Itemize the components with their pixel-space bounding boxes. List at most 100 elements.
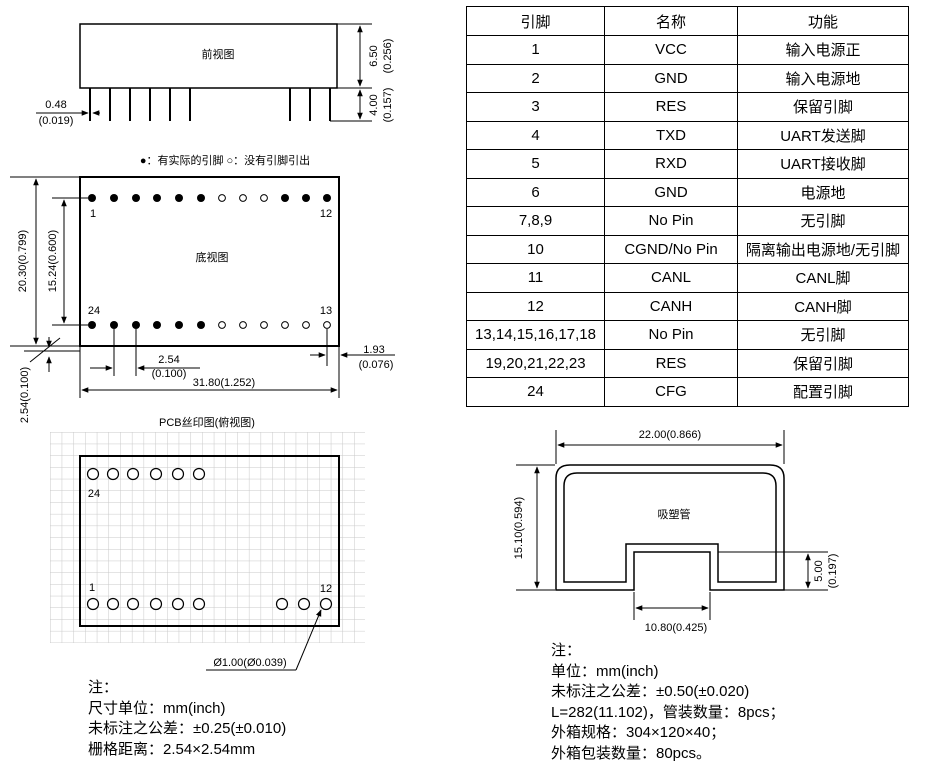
note-line: L=282(11.102)，管装数量：8pcs； bbox=[551, 703, 785, 721]
table-cell: 5 bbox=[466, 149, 605, 179]
table-cell: CANH bbox=[604, 291, 738, 321]
table-header-row: 引脚 名称 功能 bbox=[466, 6, 909, 36]
notes-left: 注： 尺寸单位：mm(inch) 未标注之公差：±0.25(±0.010) 栅格… bbox=[88, 678, 286, 760]
table-cell: CFG bbox=[604, 377, 738, 407]
pin-legend: ●：有实际的引脚 ○：没有引脚引出 bbox=[140, 153, 310, 167]
bottom-view: 底视图 1 bbox=[10, 176, 395, 423]
bottom-pin1-label: 1 bbox=[90, 208, 96, 220]
table-cell: CANL bbox=[604, 263, 738, 293]
note-line: 外箱包装数量：80pcs。 bbox=[551, 744, 712, 762]
note-line: 注： bbox=[551, 642, 582, 659]
bottom-pitch-dim: 2.54 bbox=[158, 354, 179, 366]
table-cell: 电源地 bbox=[737, 177, 909, 207]
table-cell: No Pin bbox=[604, 320, 738, 350]
pcb-outline bbox=[79, 455, 340, 627]
bottom-outer-height-dim: 20.30(0.799) bbox=[17, 230, 29, 292]
table-cell: 19,20,21,22,23 bbox=[466, 348, 605, 378]
pcb-pin12-label: 12 bbox=[320, 583, 332, 595]
bottom-right-dim-inch: (0.076) bbox=[359, 359, 394, 371]
table-cell: 10 bbox=[466, 234, 605, 264]
table-cell: GND bbox=[604, 63, 738, 93]
bottom-view-label: 底视图 bbox=[196, 250, 229, 264]
table-cell: 保留引脚 bbox=[737, 92, 909, 122]
table-cell: TXD bbox=[604, 120, 738, 150]
header-function: 功能 bbox=[737, 6, 909, 36]
table-cell: 输入电源正 bbox=[737, 35, 909, 65]
tube-inner bbox=[563, 472, 777, 583]
pcb-holes-bottom bbox=[86, 597, 333, 611]
front-pin-dim-inch: (0.157) bbox=[382, 88, 394, 123]
bottom-pin12-label: 12 bbox=[320, 208, 332, 220]
front-height-dim: 6.50 bbox=[368, 45, 380, 66]
pcb-title: PCB丝印图(俯视图) bbox=[159, 415, 255, 429]
pcb-layout: PCB丝印图(俯视图) 24 1 12 Ø1.00 bbox=[50, 415, 365, 671]
tube-notch-width-dim: 10.80(0.425) bbox=[645, 622, 707, 634]
table-cell: 7,8,9 bbox=[466, 206, 605, 236]
table-cell: 12 bbox=[466, 291, 605, 321]
tube-width-dim: 22.00(0.866) bbox=[639, 429, 701, 441]
tube-outer bbox=[555, 464, 785, 591]
bottom-right-dim: 1.93 bbox=[363, 344, 384, 356]
table-cell: UART发送脚 bbox=[737, 120, 909, 150]
bottom-pin13-label: 13 bbox=[320, 305, 332, 317]
table-cell: RXD bbox=[604, 149, 738, 179]
front-view: 前视图 6.50 (0.256) 4.00 (0.157) 0.48 (0 bbox=[36, 23, 394, 127]
bottom-width-dim: 31.80(1.252) bbox=[193, 377, 255, 389]
bottom-pitch-dim-inch: (0.100) bbox=[152, 368, 187, 380]
table-cell: 无引脚 bbox=[737, 206, 909, 236]
header-pin: 引脚 bbox=[466, 6, 605, 36]
table-cell: 1 bbox=[466, 35, 605, 65]
note-line: 注： bbox=[88, 679, 119, 696]
front-left-dim-inch: (0.019) bbox=[39, 115, 74, 127]
tube-drawing: 吸塑管 22.00(0.866) 15.10(0.594) 5.00 (0.19… bbox=[513, 429, 839, 634]
table-cell: 13,14,15,16,17,18 bbox=[466, 320, 605, 350]
table-cell: GND bbox=[604, 177, 738, 207]
table-cell: 保留引脚 bbox=[737, 348, 909, 378]
table-cell: 24 bbox=[466, 377, 605, 407]
note-line: 单位：mm(inch) bbox=[551, 662, 659, 680]
table-cell: UART接收脚 bbox=[737, 149, 909, 179]
tube-height-dim: 15.10(0.594) bbox=[513, 497, 525, 559]
table-cell: 6 bbox=[466, 177, 605, 207]
table-cell: No Pin bbox=[604, 206, 738, 236]
table-cell: CANH脚 bbox=[737, 291, 909, 321]
pcb-pin1-label: 1 bbox=[89, 582, 95, 594]
notes-right: 注： 单位：mm(inch) 未标注之公差：±0.50(±0.020) L=28… bbox=[551, 641, 785, 764]
table-cell: 11 bbox=[466, 263, 605, 293]
pcb-holes-top bbox=[86, 467, 206, 481]
front-left-dim: 0.48 bbox=[45, 99, 66, 111]
front-view-label: 前视图 bbox=[202, 47, 235, 61]
pcb-hole-dim: Ø1.00(Ø0.039) bbox=[213, 657, 286, 669]
table-cell: 配置引脚 bbox=[737, 377, 909, 407]
bottom-offset-dim: 2.54(0.100) bbox=[19, 367, 31, 423]
front-view-pins bbox=[89, 88, 331, 121]
bottom-bottom-row-pins bbox=[88, 321, 331, 329]
table-cell: CANL脚 bbox=[737, 263, 909, 293]
bottom-top-row-pins bbox=[88, 194, 331, 202]
table-cell: 隔离输出电源地/无引脚 bbox=[737, 234, 909, 264]
note-line: 未标注之公差：±0.50(±0.020) bbox=[551, 683, 750, 700]
front-view-body bbox=[79, 23, 338, 89]
pcb-grid bbox=[50, 432, 365, 643]
note-line: 尺寸单位：mm(inch) bbox=[88, 699, 226, 717]
tube-label: 吸塑管 bbox=[658, 507, 691, 521]
tube-notch-height-dim: 5.00 bbox=[813, 560, 825, 581]
table-cell: CGND/No Pin bbox=[604, 234, 738, 264]
front-pin-dim: 4.00 bbox=[368, 94, 380, 115]
note-line: 栅格距离：2.54×2.54mm bbox=[88, 740, 256, 758]
pcb-pin24-label: 24 bbox=[88, 488, 100, 500]
table-cell: 4 bbox=[466, 120, 605, 150]
